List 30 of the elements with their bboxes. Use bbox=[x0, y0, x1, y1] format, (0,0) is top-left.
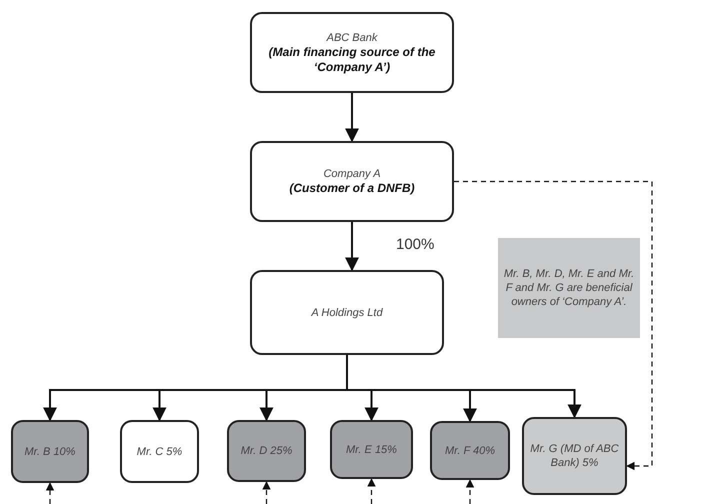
note-box bbox=[498, 238, 640, 338]
dashed-arrow bbox=[262, 481, 271, 504]
node-text: Mr. F 40% bbox=[444, 444, 496, 458]
node-text: Mr. B 10% bbox=[24, 444, 76, 458]
owner-box bbox=[227, 420, 306, 482]
dashed-arrow bbox=[454, 180, 653, 470]
node-text: Mr. G (MD of ABC Bank) 5% bbox=[529, 442, 620, 470]
node-text: Mr. B, Mr. D, Mr. E and Mr. F and Mr. G are beneficial owners of ‘Company A’. bbox=[502, 267, 636, 309]
owner-box bbox=[330, 420, 413, 479]
arrow bbox=[346, 355, 582, 418]
owner-box bbox=[120, 420, 199, 483]
node-text: ABC Bank bbox=[326, 30, 378, 44]
arrow bbox=[345, 222, 359, 272]
entity-box bbox=[250, 270, 444, 355]
node-text: (Main financing source of the ‘Company A’) bbox=[268, 44, 436, 74]
arrow bbox=[345, 93, 359, 142]
entity-box bbox=[250, 12, 454, 93]
node-text: Mr. C 5% bbox=[136, 444, 182, 458]
owner-box bbox=[11, 420, 89, 483]
dashed-arrow bbox=[466, 479, 474, 504]
dashed-arrow bbox=[367, 478, 376, 504]
node-text: Mr. E 15% bbox=[346, 442, 397, 456]
owner-box bbox=[430, 421, 510, 480]
node-text: (Customer of a DNFB) bbox=[289, 181, 415, 196]
node-text: Mr. D 25% bbox=[240, 444, 292, 458]
node-text: A Holdings Ltd bbox=[311, 306, 383, 320]
node-text: Company A bbox=[323, 167, 381, 181]
dashed-arrow bbox=[46, 482, 54, 504]
entity-box bbox=[250, 141, 454, 222]
owner-box bbox=[522, 417, 627, 495]
